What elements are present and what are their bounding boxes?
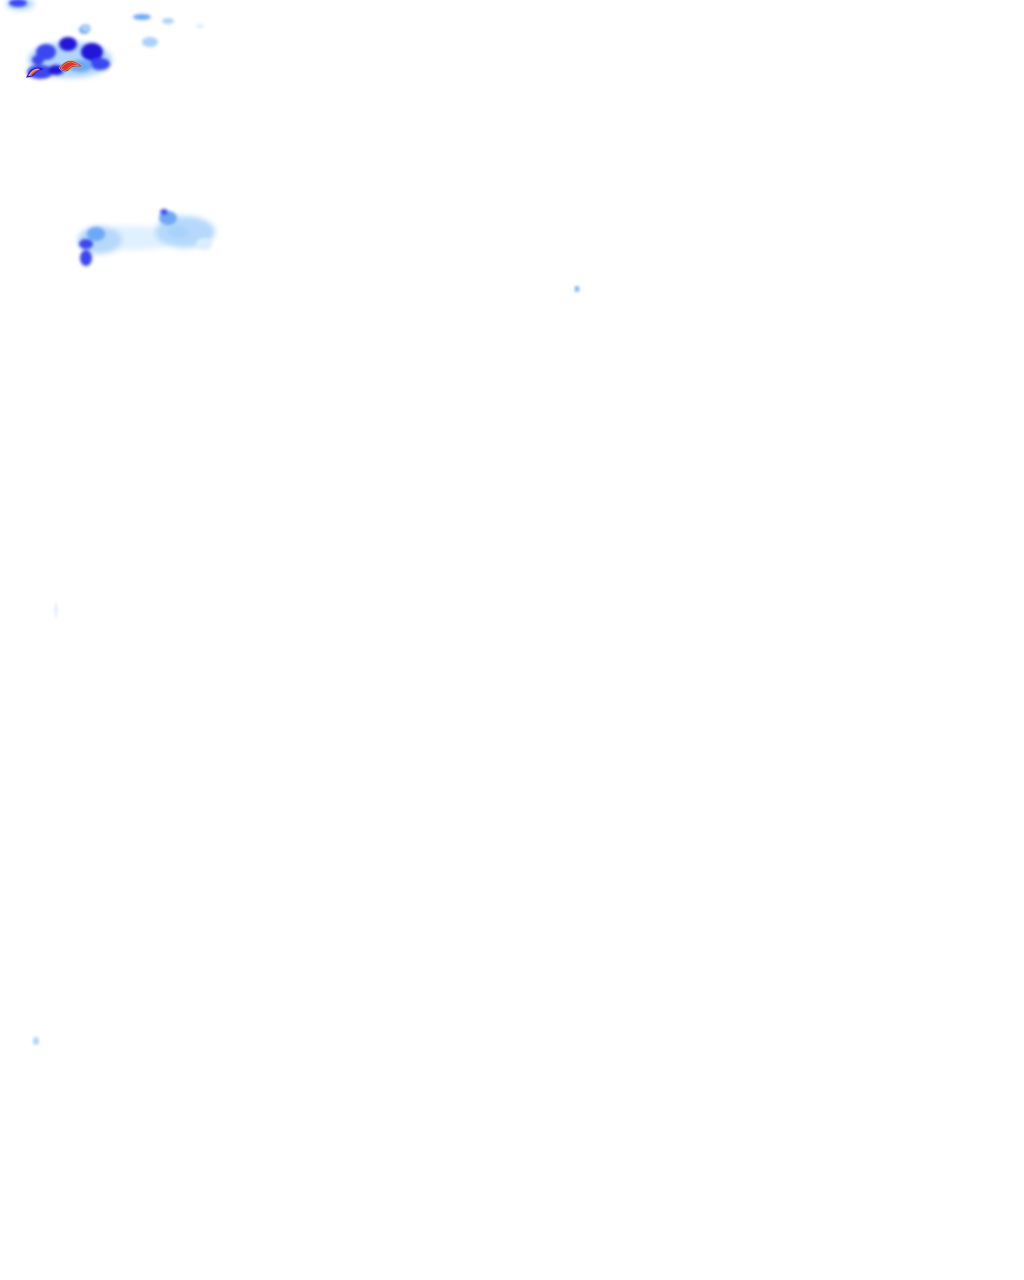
cell-core-right (58, 60, 82, 72)
cell-cluster-northwest (6, 0, 112, 79)
speck-center (574, 286, 580, 292)
speck-southwest (33, 1037, 39, 1045)
cell-cluster-upper-fragments (81, 14, 204, 47)
speck-west (54, 602, 58, 618)
cell-core-left (25, 67, 44, 78)
band-central-west (78, 209, 215, 266)
